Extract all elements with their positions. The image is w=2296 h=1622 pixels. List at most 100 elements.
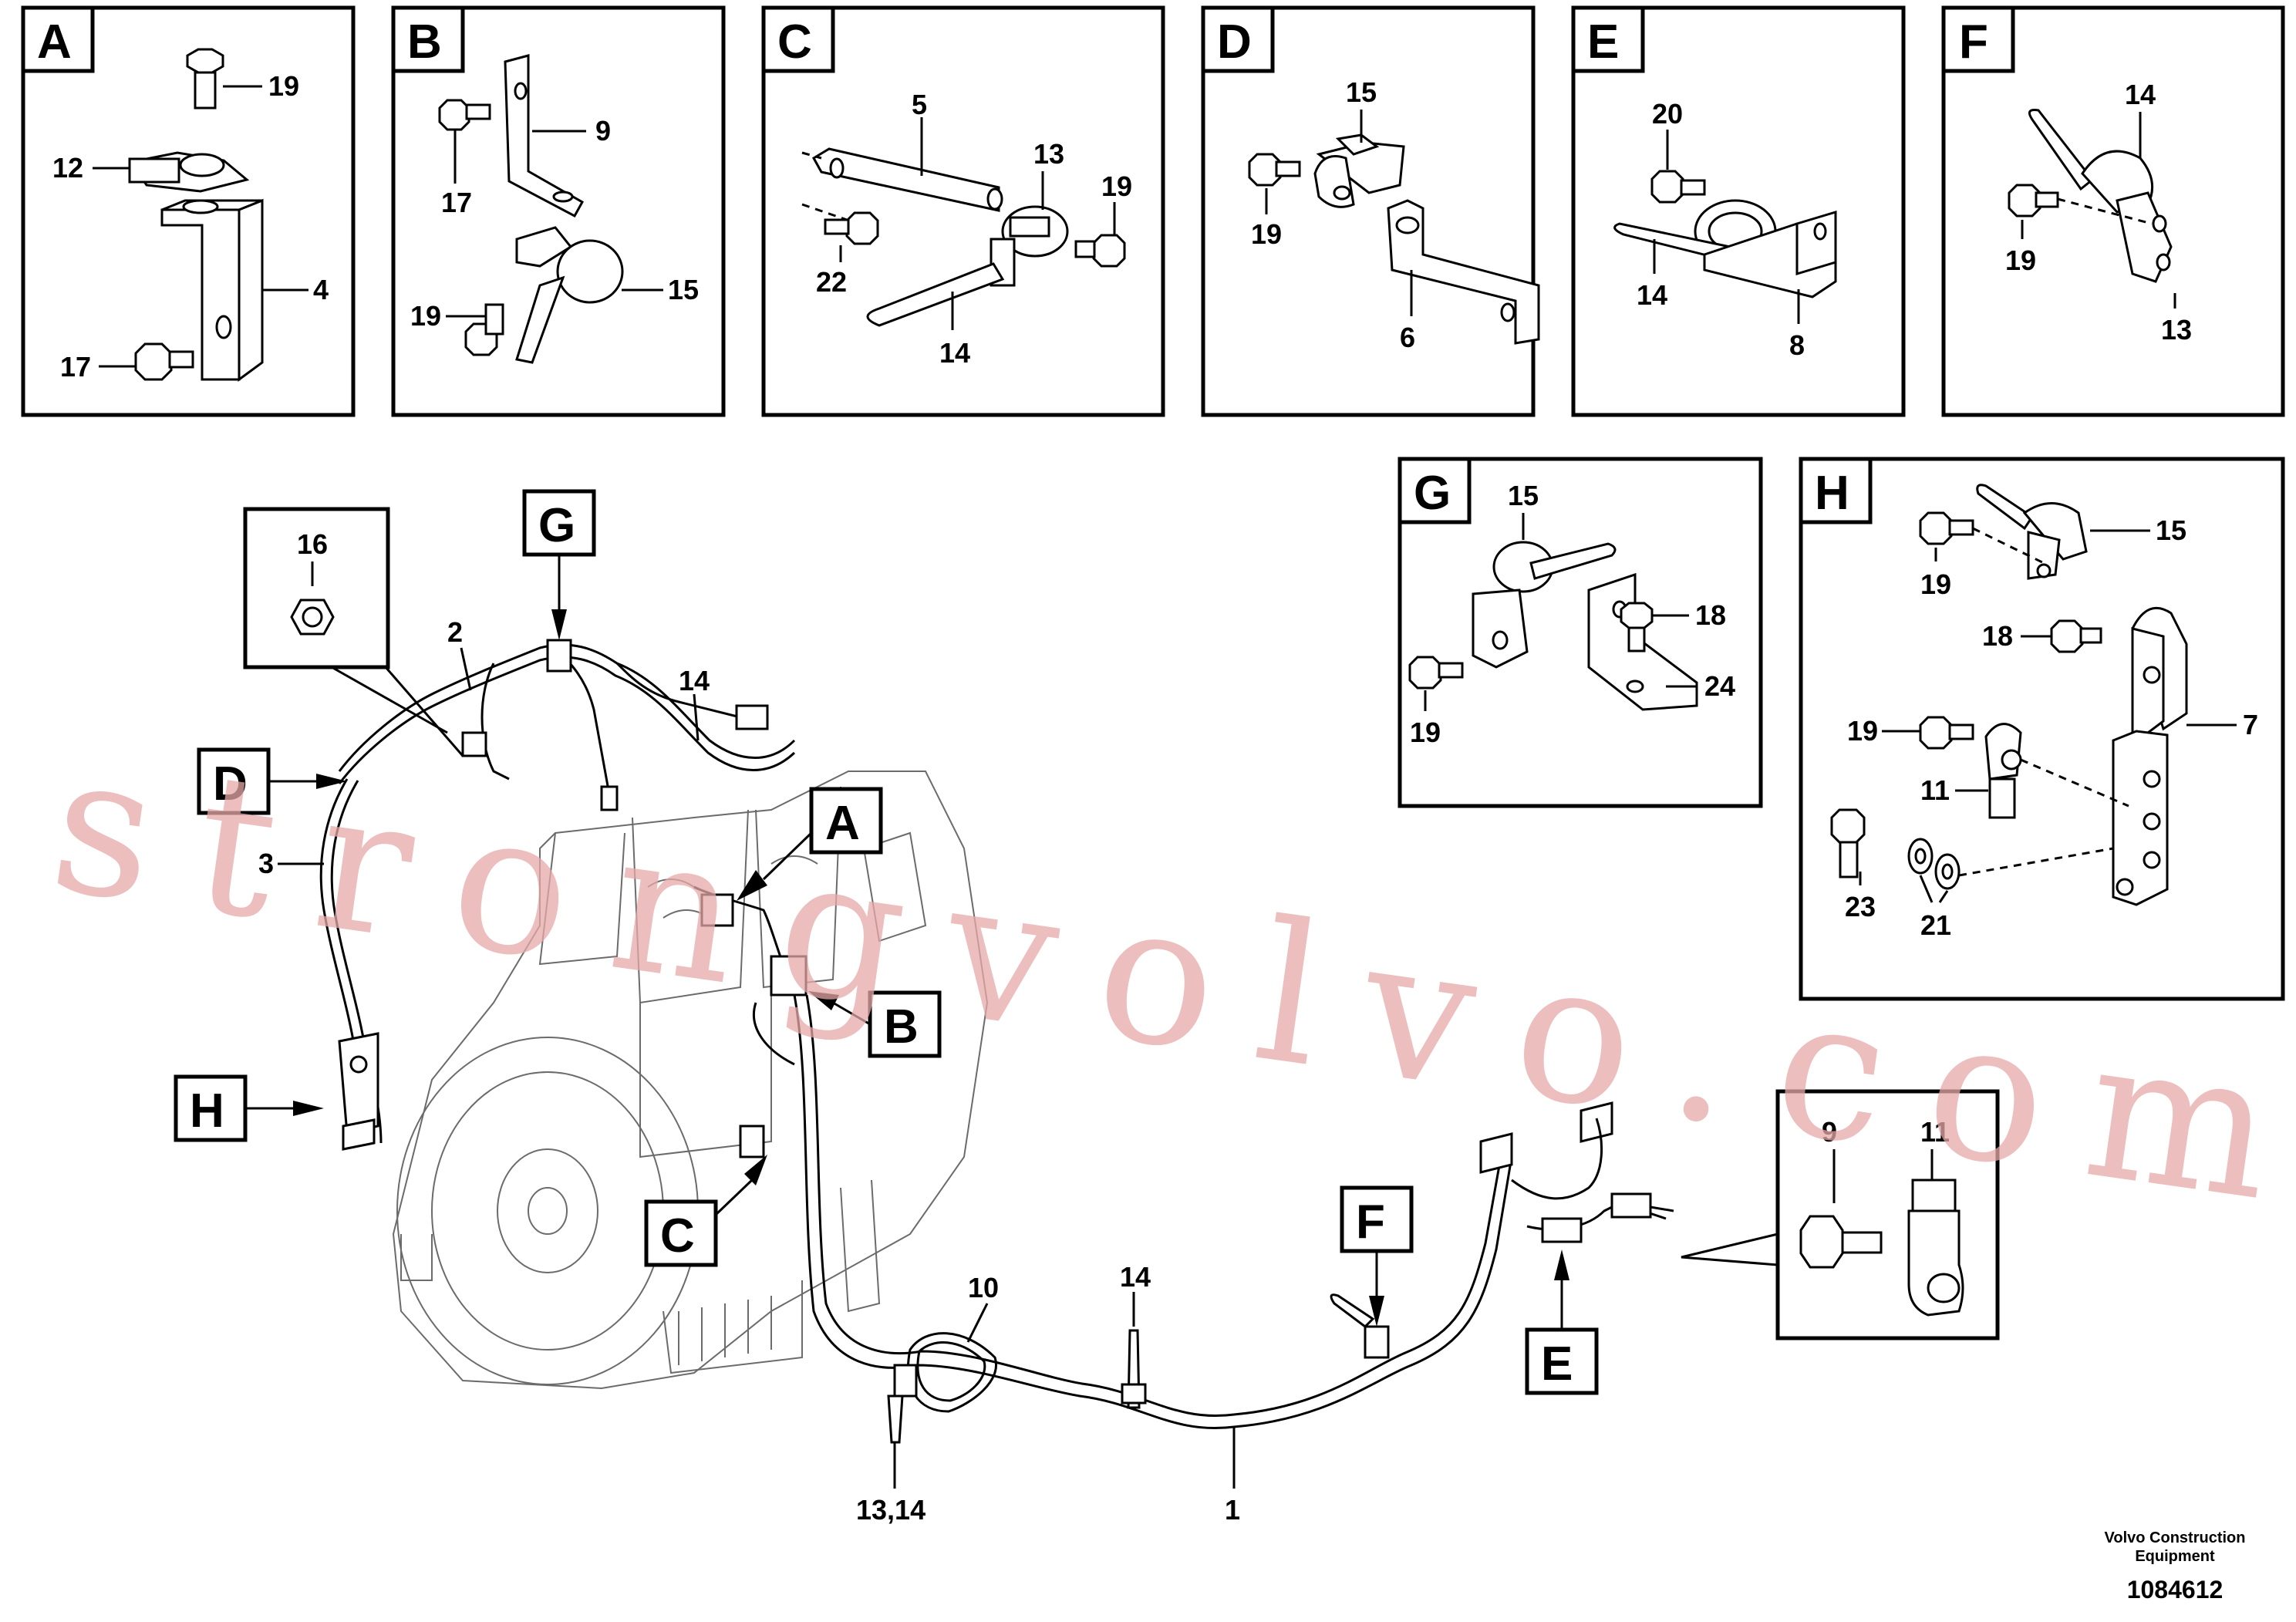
label-13: 13: [2161, 314, 2192, 346]
callout-13-14: 13,14: [856, 1494, 925, 1526]
label-21: 21: [1920, 909, 1951, 941]
label-19: 19: [1251, 218, 1282, 250]
label-7: 7: [2243, 709, 2258, 740]
label-14: 14: [1637, 279, 1667, 311]
detail-panel-b: B 9 17 15 19: [391, 5, 726, 417]
label-18: 18: [1695, 599, 1726, 631]
panel-tag-a: A: [37, 15, 72, 69]
cable-tie-part: [2028, 109, 2095, 191]
label-13: 13: [1033, 138, 1064, 170]
detail-panel-g: G 15 24 18 19: [1397, 457, 1763, 808]
main-tag-e: E: [1525, 1249, 1599, 1395]
label-14: 14: [939, 337, 970, 369]
bracket-part: [504, 54, 585, 218]
bolt-part: [186, 48, 224, 110]
footer: Volvo Construction Equipment 1084612: [2105, 1529, 2246, 1603]
detail-panel-f: F 14 19 13: [1941, 5, 2285, 417]
clip-part: [1984, 723, 2022, 819]
bracket-part: [811, 147, 1003, 212]
clip-part: [1907, 1179, 1964, 1317]
svg-text:E: E: [1541, 1337, 1573, 1391]
bolt-part: [464, 303, 504, 356]
bolt-part: [1248, 153, 1301, 187]
company-line-1: Volvo Construction: [2105, 1529, 2246, 1546]
label-19: 19: [1920, 568, 1951, 600]
main-tag-c: C: [644, 1155, 767, 1267]
label-15: 15: [1508, 480, 1539, 511]
label-14: 14: [2125, 79, 2156, 110]
detail-panel-a: A 19 12 4 17: [21, 5, 356, 417]
label-19: 19: [1847, 715, 1878, 747]
svg-text:G: G: [538, 499, 575, 552]
label-12: 12: [52, 152, 83, 184]
bracket-part: [1703, 210, 1837, 298]
label-15: 15: [668, 274, 699, 305]
label-11: 11: [1920, 1116, 1950, 1148]
label-8: 8: [1789, 329, 1805, 361]
label-24: 24: [1704, 670, 1735, 702]
main-callouts: 2 14 3 10 14 1 13,14: [258, 616, 1240, 1526]
bolt-part: [1620, 602, 1654, 653]
wiring-harness: [319, 639, 1674, 1444]
bracket-part: [1387, 199, 1540, 345]
bolt-part: [1799, 1215, 1883, 1269]
bracket-part: [2112, 606, 2188, 906]
callout-1: 1: [1225, 1494, 1240, 1526]
svg-text:F: F: [1356, 1195, 1385, 1249]
cable-tie-part: [866, 262, 1005, 327]
bolt-part: [2050, 619, 2102, 653]
clamp-part: [1472, 541, 1617, 669]
clamp-part: [990, 205, 1069, 287]
bolt-part: [1830, 808, 1866, 878]
panel-tag-g: G: [1414, 467, 1451, 520]
detail-panel-d: D 15 19 6: [1201, 5, 1540, 417]
main-tag-d: D: [197, 747, 347, 815]
bracket-part: [160, 198, 264, 382]
label-15: 15: [2156, 514, 2186, 546]
clamp-part: [1313, 133, 1405, 208]
callout-14-lower: 14: [1120, 1261, 1151, 1293]
washer-part: [1907, 838, 1961, 890]
detail-panel-e: E 20 14 8: [1571, 5, 1906, 417]
label-15: 15: [1346, 76, 1377, 108]
panel-tag-f: F: [1959, 15, 1988, 69]
label-18: 18: [1982, 620, 2013, 652]
label-19: 19: [410, 300, 441, 332]
main-tag-b: B: [808, 990, 942, 1058]
bolt-part: [824, 211, 879, 245]
svg-text:C: C: [660, 1209, 695, 1263]
label-17: 17: [441, 187, 472, 218]
label-5: 5: [912, 89, 927, 120]
clamp-part: [2081, 150, 2173, 283]
callout-3: 3: [258, 848, 274, 879]
bolt-part: [1408, 656, 1464, 690]
svg-text:B: B: [884, 1000, 919, 1054]
label-4: 4: [313, 274, 329, 305]
detail-box-sensor: 9 11: [1681, 1089, 2000, 1340]
bolt-part: [2008, 184, 2059, 218]
bolt-part: [134, 342, 194, 381]
label-16: 16: [297, 528, 328, 560]
panel-tag-c: C: [777, 15, 812, 69]
panel-tag-b: B: [407, 15, 442, 69]
clamp-part: [515, 226, 624, 364]
svg-text:A: A: [825, 797, 860, 850]
main-tag-f: F: [1340, 1185, 1414, 1327]
label-9: 9: [1822, 1116, 1837, 1148]
label-17: 17: [60, 351, 91, 383]
bolt-part: [438, 99, 491, 131]
bolt-part: [1919, 511, 1974, 545]
detail-panel-c: C 5 13 19 22: [761, 5, 1165, 417]
main-tag-a: A: [737, 787, 883, 901]
label-22: 22: [816, 266, 847, 298]
label-19: 19: [2005, 244, 2036, 276]
panel-tag-e: E: [1587, 15, 1619, 69]
callout-14: 14: [679, 665, 710, 696]
label-11: 11: [1920, 774, 1950, 806]
label-19: 19: [1410, 717, 1441, 748]
document-number: 1084612: [2127, 1576, 2224, 1603]
detail-box-nut: 16: [243, 507, 464, 757]
label-6: 6: [1400, 322, 1415, 353]
label-23: 23: [1845, 891, 1876, 922]
